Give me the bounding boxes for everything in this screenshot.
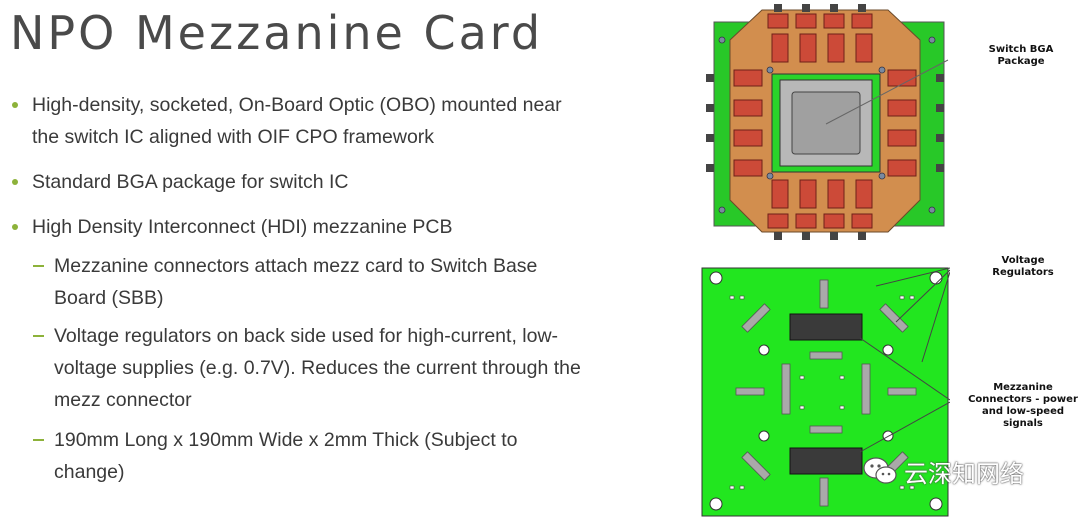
watermark-text: 云深知网络	[904, 459, 1024, 488]
mezzanine-card-front-diagram	[706, 4, 949, 240]
bullet-line: the switch IC aligned with OIF CPO frame…	[32, 126, 435, 148]
switch-die	[791, 91, 861, 155]
bullet-item: Standard BGA package for switch IC	[32, 166, 349, 198]
callout-line	[825, 59, 949, 125]
sub-bullet-item: Voltage regulators on back side used for…	[54, 320, 581, 416]
bullet-dot	[12, 102, 18, 108]
slide-title: NPO Mezzanine Card	[10, 6, 544, 60]
bullet-item: High-density, socketed, On-Board Optic (…	[32, 89, 562, 153]
sub-bullet-dash	[33, 335, 44, 337]
small-components	[729, 295, 915, 490]
wechat-icon	[863, 457, 897, 484]
mezzanine-connectors	[789, 313, 863, 475]
bullet-line: voltage supplies (e.g. 0.7V). Reduces th…	[54, 357, 581, 379]
connector-pins	[706, 4, 944, 240]
sub-bullet-dash	[33, 439, 44, 441]
voltage-regulators	[735, 279, 917, 507]
optic-modules	[733, 13, 917, 229]
sub-bullet-item: Mezzanine connectors attach mezz card to…	[54, 250, 537, 314]
callout-switch-bga: Switch BGA Package	[988, 44, 1054, 67]
bullet-line: 190mm Long x 190mm Wide x 2mm Thick (Sub…	[54, 429, 518, 451]
bullet-line: Standard BGA package for switch IC	[32, 171, 349, 193]
mount-screws	[718, 36, 936, 214]
bullet-item: High Density Interconnect (HDI) mezzanin…	[32, 211, 453, 243]
callout-mezzanine-connectors: Mezzanine Connectors - power and low-spe…	[968, 382, 1078, 429]
watermark: 云深知网络	[862, 448, 1024, 494]
callout-lines	[859, 267, 950, 453]
bullet-line: High Density Interconnect (HDI) mezzanin…	[32, 216, 453, 238]
bullet-line: Voltage regulators on back side used for…	[54, 325, 559, 347]
sub-bullet-dash	[33, 265, 44, 267]
bullet-line: High-density, socketed, On-Board Optic (…	[32, 94, 562, 116]
bullet-dot	[12, 224, 18, 230]
bullet-line: Mezzanine connectors attach mezz card to…	[54, 255, 538, 277]
bullet-dot	[12, 179, 18, 185]
mezzanine-card-back-diagram	[701, 267, 950, 517]
callout-voltage-regulators: Voltage Regulators	[992, 255, 1054, 278]
bullet-line: change)	[54, 461, 125, 483]
bullet-line: Board (SBB)	[54, 287, 164, 309]
bullet-line: mezz connector	[54, 389, 192, 411]
sub-bullet-item: 190mm Long x 190mm Wide x 2mm Thick (Sub…	[54, 424, 517, 488]
